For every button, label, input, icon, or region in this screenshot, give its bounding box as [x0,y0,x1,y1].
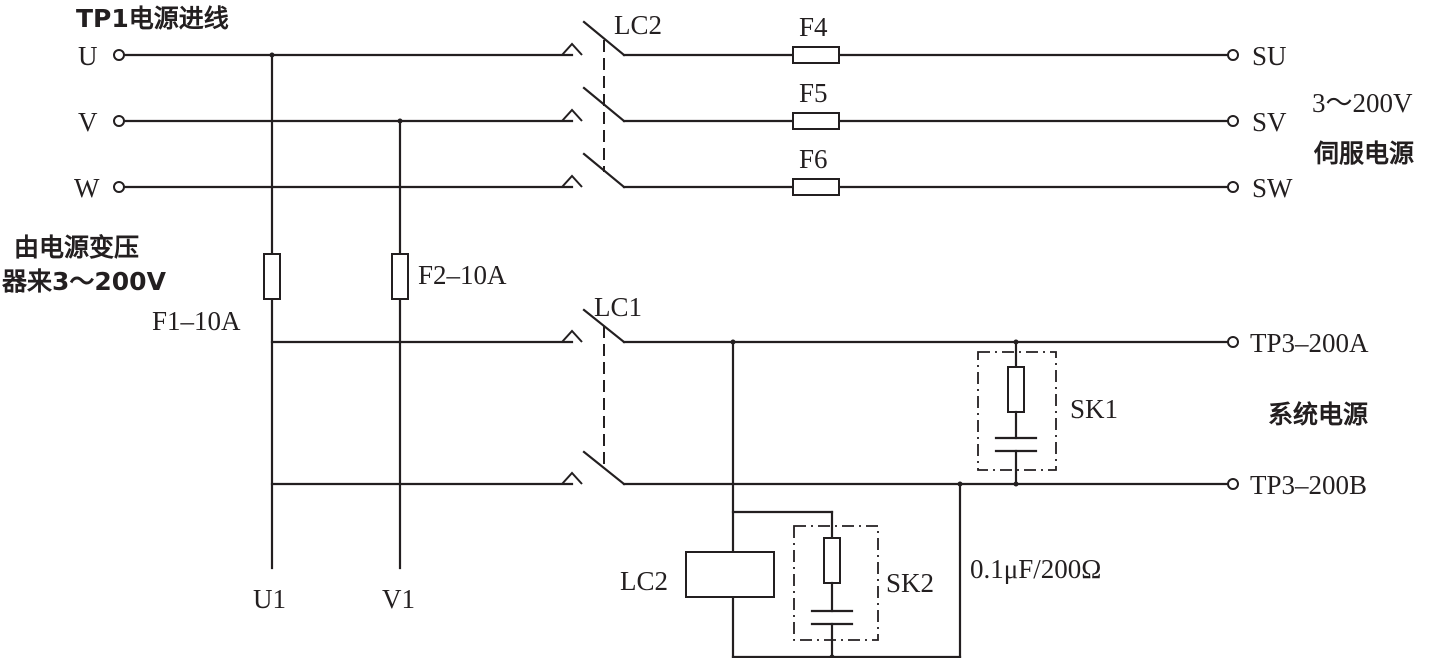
label-sv: SV [1252,107,1287,137]
coil-lc2 [685,551,775,598]
terminal-su [1227,49,1239,61]
label-rc-rating: 0.1μF/200Ω [970,554,1101,584]
label-servo-supply: 伺服电源 [1313,139,1414,168]
label-phase-v: V [78,107,98,137]
terminal-u [113,49,125,61]
label-tp3-200b: TP3–200B [1250,470,1367,500]
fuse-f5 [792,112,840,130]
label-incoming-supply: TP1电源进线 [76,4,229,33]
contactor-lc2-contacts [561,20,626,189]
label-v1: V1 [382,584,415,614]
label-sk1: SK1 [1070,394,1118,424]
label-lc2-coil: LC2 [620,566,668,596]
label-transformer-line1: 由电源变压 [14,233,139,262]
label-system-supply: 系统电源 [1268,400,1368,429]
label-fuse-f2: F2–10A [418,260,507,290]
label-phase-u: U [78,41,98,71]
label-sk2: SK2 [886,568,934,598]
label-transformer-line2: 器来3～200V [1,267,167,296]
terminal-tp3-200a [1227,336,1239,348]
terminal-v [113,115,125,127]
label-fuse-f1: F1–10A [152,306,241,336]
tap-u-line [269,52,275,570]
label-sw: SW [1252,173,1293,203]
coil-branch [730,339,963,658]
terminal-sw [1227,181,1239,193]
label-tp3-200a: TP3–200A [1250,328,1369,358]
fuse-f1 [263,253,281,300]
label-phase-w: W [74,173,100,203]
terminal-w [113,181,125,193]
terminal-tp3-200b [1227,478,1239,490]
label-fuse-f4: F4 [799,12,828,42]
contactor-lc1-contacts [561,308,626,486]
surge-absorber-sk1 [977,339,1057,487]
label-su: SU [1252,41,1287,71]
label-servo-voltage: 3～200V [1312,88,1413,118]
terminal-sv [1227,115,1239,127]
label-u1: U1 [253,584,286,614]
label-fuse-f5: F5 [799,78,828,108]
fuse-f4 [792,46,840,64]
surge-absorber-sk2 [793,510,879,658]
tap-v-line [397,118,403,570]
label-lc1-contacts: LC1 [594,292,642,322]
label-lc2-contacts: LC2 [614,10,662,40]
fuse-f2 [391,253,409,300]
label-fuse-f6: F6 [799,144,828,174]
fuse-f6 [792,178,840,196]
